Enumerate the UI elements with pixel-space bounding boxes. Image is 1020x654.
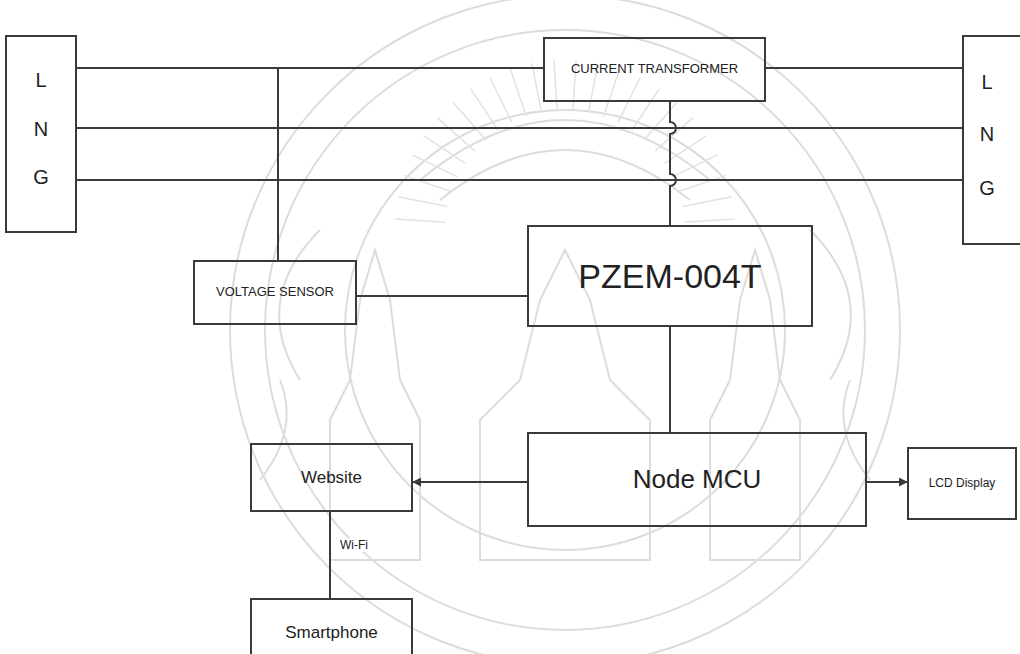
box-content: Node MCU	[529, 434, 865, 525]
terminal-label: N	[7, 118, 75, 140]
seal-rays	[395, 60, 734, 222]
arrow-connector	[867, 481, 907, 483]
wire	[77, 68, 278, 260]
seal-ray	[404, 175, 451, 191]
terminal-block: L N G	[5, 35, 77, 233]
display-box: LCD Display	[907, 447, 1017, 520]
sensor-box: VOLTAGE SENSOR	[193, 260, 357, 325]
box-content: Website	[252, 445, 411, 510]
output-box: Website	[250, 443, 413, 512]
arrow-connector	[413, 481, 527, 483]
seal-ray	[510, 69, 526, 116]
box-label: LCD Display	[929, 476, 996, 491]
seal-ray	[532, 63, 542, 112]
text-column: VOLTAGE SENSOR	[216, 284, 334, 300]
text-column: Smartphone	[285, 622, 378, 643]
terminal-label: N	[964, 123, 1010, 145]
text-column: PZEM-004T	[578, 255, 761, 298]
wire	[766, 67, 962, 69]
seal-ray	[618, 78, 640, 123]
terminal-label: G	[964, 177, 1010, 199]
seal-ray	[685, 219, 735, 222]
text-column: CURRENT TRANSFORMER	[571, 61, 738, 77]
seal-outline	[230, 0, 900, 654]
seal-ray	[554, 60, 557, 110]
box-label: CURRENT TRANSFORMER	[571, 61, 738, 77]
box-label: VOLTAGE SENSOR	[216, 284, 334, 300]
terminal-label: L	[7, 69, 75, 91]
box-label: PZEM-004T	[578, 255, 761, 298]
controller-box: Node MCU	[527, 432, 867, 527]
box-content: VOLTAGE SENSOR	[195, 262, 355, 323]
seal-ray	[673, 155, 718, 177]
text-column: Node MCU	[633, 463, 762, 496]
seal-ray	[490, 78, 512, 123]
text-column: Website	[301, 467, 362, 488]
wire	[329, 512, 331, 598]
box-content: PZEM-004T	[529, 227, 811, 325]
seal-ray	[413, 155, 458, 177]
seal-ray	[395, 219, 445, 222]
wire	[357, 295, 527, 297]
seal-ray	[437, 118, 475, 151]
terminal-label: L	[964, 71, 1010, 93]
seal-ray	[453, 102, 486, 140]
seal-ray	[398, 197, 447, 207]
terminal-block: L N G	[962, 35, 1020, 245]
wire	[670, 102, 676, 225]
box-label: Node MCU	[633, 463, 762, 496]
meter-module: PZEM-004T	[527, 225, 813, 327]
sensor-box: CURRENT TRANSFORMER	[543, 37, 766, 102]
text-column: LCD Display	[929, 476, 996, 491]
seal-ray	[683, 197, 732, 207]
seal-ray	[471, 89, 499, 131]
wire	[77, 127, 962, 129]
edge-label: Wi-Fi	[338, 538, 370, 552]
device-box: Smartphone	[250, 598, 413, 654]
box-label: Smartphone	[285, 622, 378, 643]
seal-ray	[665, 136, 707, 164]
box-content: LCD Display	[909, 449, 1015, 518]
box-content: Smartphone	[252, 600, 411, 654]
wire	[669, 327, 671, 432]
box-label: Website	[301, 467, 362, 488]
seal-ray	[679, 175, 726, 191]
box-content: CURRENT TRANSFORMER	[545, 39, 764, 100]
seal-ray	[424, 136, 466, 164]
wire	[77, 179, 962, 181]
terminal-label: G	[7, 166, 75, 188]
seal-ray	[632, 89, 660, 131]
